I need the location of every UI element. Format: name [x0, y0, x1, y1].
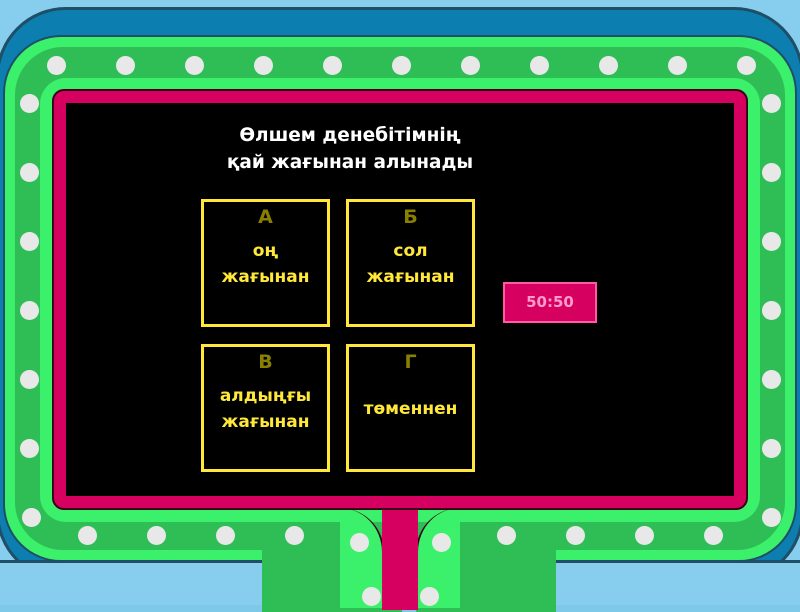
bulb	[761, 93, 781, 113]
answer-b-letter: Б	[403, 206, 418, 228]
bulb	[391, 55, 411, 75]
answer-c-letter: В	[258, 351, 273, 373]
bulb	[322, 55, 342, 75]
bulb	[19, 231, 39, 251]
bulb	[761, 162, 781, 182]
question-line-2: қай жағынан алынады	[226, 152, 474, 173]
bulb	[761, 231, 781, 251]
bulb	[77, 525, 97, 545]
fifty-fifty-button[interactable]: 50:50	[503, 282, 597, 323]
bulb	[19, 93, 39, 113]
answer-a-text: оң жағынан	[204, 238, 327, 290]
bulb	[761, 507, 781, 527]
bulb	[46, 55, 66, 75]
bulb	[736, 55, 756, 75]
bulb	[761, 438, 781, 458]
bulb	[19, 162, 39, 182]
answer-a-button[interactable]: А оң жағынан	[201, 199, 330, 327]
bulb	[184, 55, 204, 75]
bulb	[703, 525, 723, 545]
bulb	[761, 300, 781, 320]
bulb	[667, 55, 687, 75]
bulb	[21, 507, 41, 527]
answer-a-letter: А	[258, 206, 273, 228]
background-notch-left	[0, 560, 266, 605]
answer-c-line-1: алдыңғы	[219, 386, 312, 406]
bulb	[361, 586, 381, 606]
answer-b-text: сол жағынан	[349, 238, 472, 290]
bulb	[146, 525, 166, 545]
bulb	[115, 55, 135, 75]
bulb	[19, 369, 39, 389]
bulb	[419, 586, 439, 606]
bulb	[761, 369, 781, 389]
answer-c-line-2: жағынан	[221, 412, 310, 432]
answer-d-letter: Г	[404, 351, 417, 373]
bulb	[19, 300, 39, 320]
bulb	[284, 525, 304, 545]
bulb	[431, 532, 451, 552]
bulb	[529, 55, 549, 75]
bulb	[634, 525, 654, 545]
bulb	[598, 55, 618, 75]
bulb	[349, 532, 369, 552]
bulb	[19, 438, 39, 458]
answer-d-line-1: төменнен	[363, 399, 458, 419]
bulb	[565, 525, 585, 545]
bulb	[215, 525, 235, 545]
answer-b-button[interactable]: Б сол жағынан	[346, 199, 475, 327]
answer-a-line-1: оң	[252, 241, 279, 261]
answer-d-button[interactable]: Г төменнен	[346, 344, 475, 472]
answer-c-button[interactable]: В алдыңғы жағынан	[201, 344, 330, 472]
bulb	[460, 55, 480, 75]
answer-a-line-2: жағынан	[221, 267, 310, 287]
bulb	[253, 55, 273, 75]
question-line-1: Өлшем денебітімнің	[239, 125, 461, 146]
answer-b-line-1: сол	[393, 241, 428, 261]
answer-d-text: төменнен	[349, 396, 472, 422]
bulb	[496, 525, 516, 545]
podium-stem	[382, 500, 418, 610]
answer-b-line-2: жағынан	[366, 267, 455, 287]
answer-c-text: алдыңғы жағынан	[204, 383, 327, 435]
question-text: Өлшем денебітімнің қай жағынан алынады	[160, 122, 540, 176]
